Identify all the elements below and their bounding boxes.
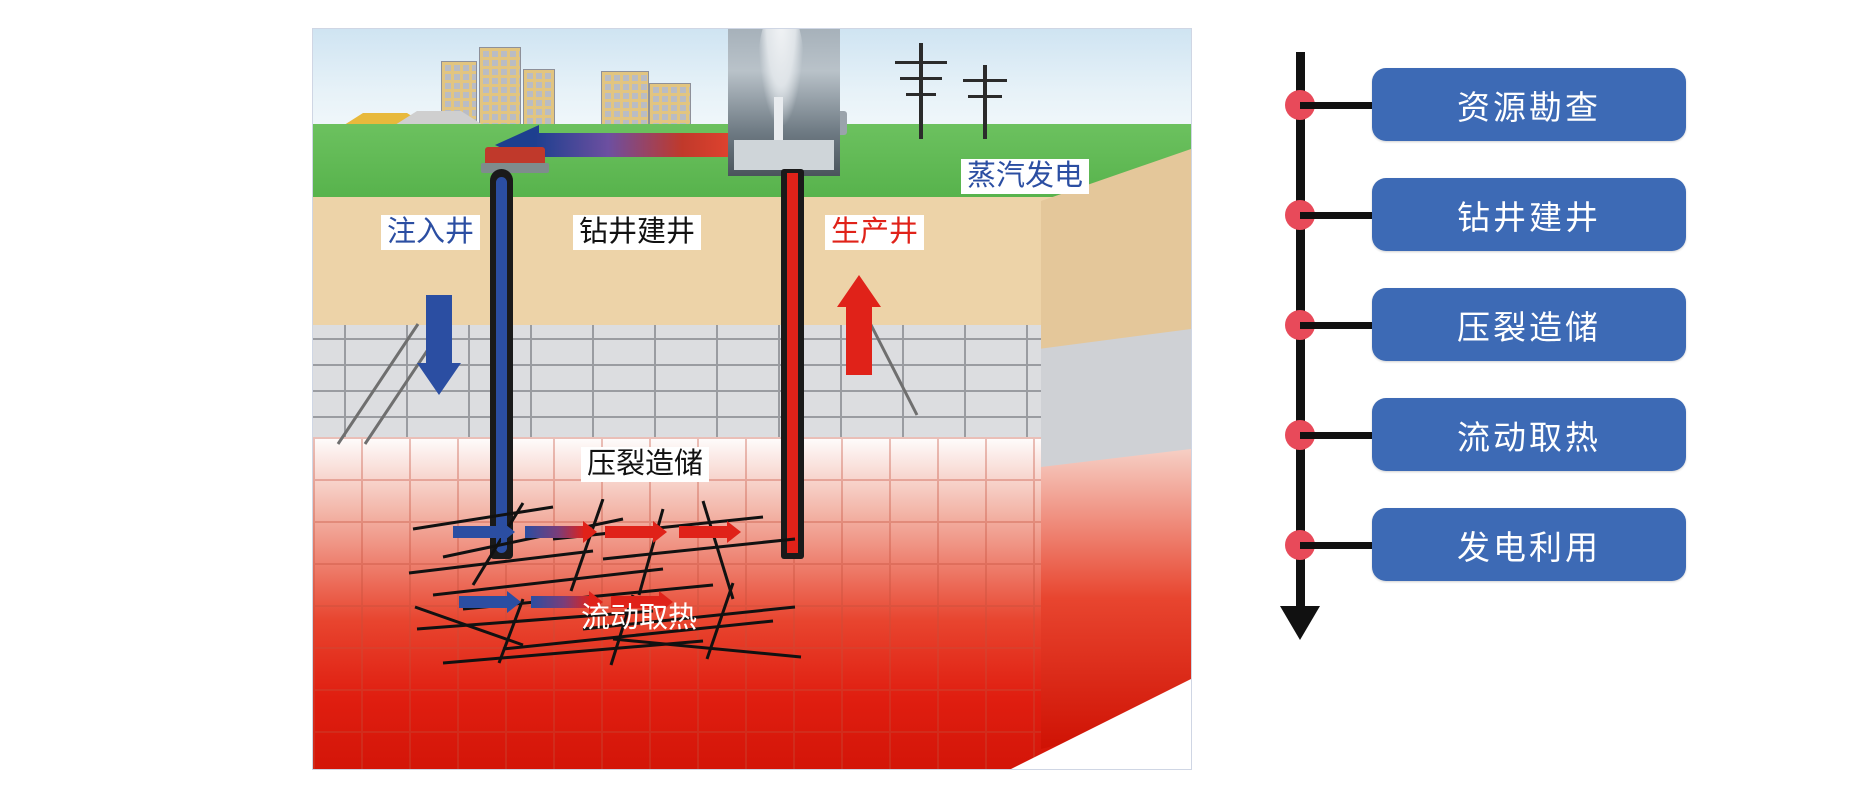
timeline-arrow-head [1280,606,1320,640]
arrow-shaft [679,526,729,538]
cooling-stack [774,97,783,149]
arrow-head [583,521,597,543]
building-tall-2 [479,47,521,137]
production-well-casing [781,169,804,559]
flow-arrow-transition-2 [531,591,603,613]
building-windows [480,48,520,136]
flow-connector-2 [1300,212,1374,219]
arrow-head [417,363,461,395]
label-well-drilling: 钻井建井 [573,215,702,251]
arrow-shaft [611,596,661,608]
flow-connector-4 [1300,432,1374,439]
label-fracturing: 压裂造储 [581,447,710,483]
side-face-limestone [1041,329,1191,469]
arrow-head [653,521,667,543]
arrow-head [507,591,521,613]
arrow-head [837,275,881,307]
pylon-arm [906,93,936,96]
arrow-head [659,591,673,613]
pylon-arm [963,79,1007,82]
arrow-head [501,521,515,543]
arrow-head [727,521,741,543]
flow-connector-5 [1300,542,1374,549]
arrow-shaft [459,596,509,608]
geothermal-system-illustration: 蒸汽发电 注入井 钻井建井 生产井 压裂造储 流动取热 [312,28,1192,770]
red-vehicle [485,147,545,167]
process-flowchart: 资源勘查 钻井建井 压裂造储 流动取热 发电利用 [1268,24,1688,684]
power-pylon-2 [963,65,1007,139]
flow-arrow-transition-1 [525,521,597,543]
arrow-shaft [525,526,585,538]
arrow-shaft [535,133,745,157]
flow-step-1[interactable]: 资源勘查 [1372,68,1686,141]
pylon-arm [968,95,1002,98]
house-roof [395,111,483,125]
flow-step-4-label: 流动取热 [1457,418,1601,456]
flow-step-4[interactable]: 流动取热 [1372,398,1686,471]
arrow-shaft [846,305,872,375]
injection-well-casing [490,169,513,559]
injection-well-bore [496,177,507,553]
production-well-bore [787,173,798,553]
flow-connector-1 [1300,102,1374,109]
flow-step-5[interactable]: 发电利用 [1372,508,1686,581]
pylon-arm [900,77,942,80]
flow-step-1-label: 资源勘查 [1457,88,1601,126]
arrow-shaft [453,526,503,538]
flow-step-2[interactable]: 钻井建井 [1372,178,1686,251]
power-plant-building [734,140,834,170]
power-pylon-1 [895,43,947,139]
flow-step-2-label: 钻井建井 [1457,198,1601,236]
pylon-arm [895,61,947,64]
flow-arrow-hot-2 [679,521,741,543]
flow-step-3-label: 压裂造储 [1457,308,1601,346]
label-steam-power: 蒸汽发电 [961,159,1090,195]
flow-arrow-hot-1 [605,521,667,543]
label-injection-well: 注入井 [381,215,481,251]
arrow-shaft [605,526,655,538]
label-flow-heat: 流动取热 [581,602,698,634]
arrow-shaft [426,295,452,365]
arrow-shaft [531,596,591,608]
flow-arrow-cold-2 [459,591,521,613]
flow-arrow-hot-3 [611,591,673,613]
pylon-mast [919,43,923,139]
geothermal-plant-photo [728,29,840,176]
flow-arrow-cold-1 [453,521,515,543]
vehicle-shadow [481,163,549,173]
pylon-mast [983,65,987,139]
building-windows [602,72,648,134]
flow-step-5-label: 发电利用 [1457,528,1601,566]
flow-step-3[interactable]: 压裂造储 [1372,288,1686,361]
label-production-well: 生产井 [825,215,925,251]
flow-connector-3 [1300,322,1374,329]
arrow-head [589,591,603,613]
